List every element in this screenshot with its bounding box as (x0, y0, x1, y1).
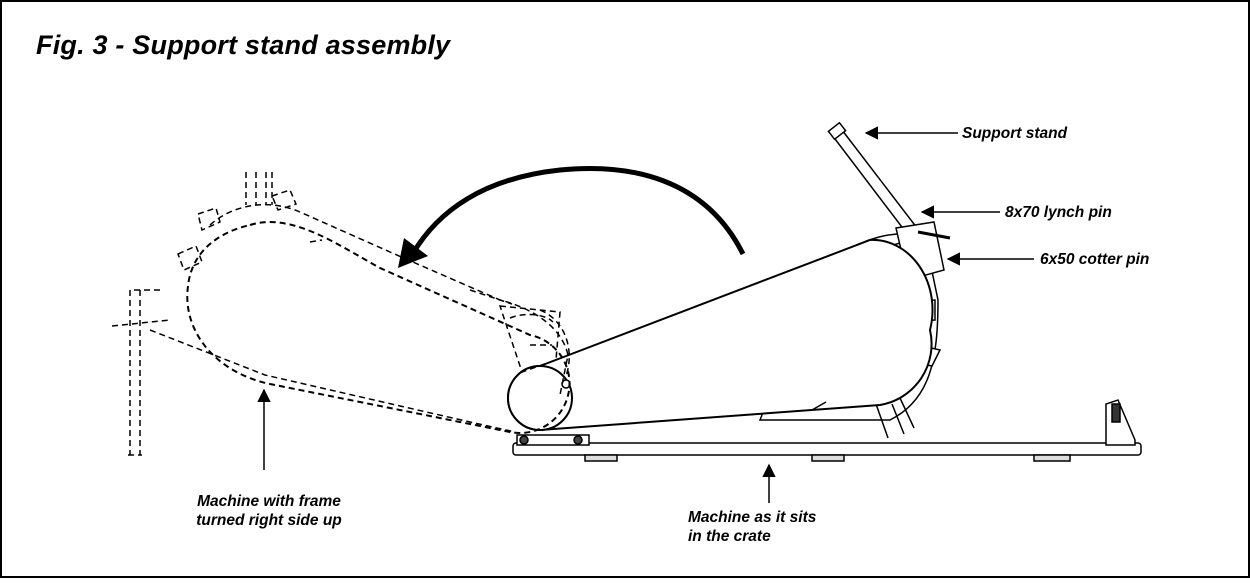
lynch-pin-label: 8x70 lynch pin (1005, 204, 1112, 221)
machine-crate-label-line1: Machine as it sits (688, 509, 817, 526)
machine-crate-label-line2: in the crate (688, 528, 771, 545)
rotation-arrow (409, 165, 746, 257)
rotation-arrow-head (398, 238, 428, 268)
cotter-pin-label: 6x50 cotter pin (1040, 251, 1150, 268)
machine-upright-drawing (111, 172, 571, 456)
front-roller (507, 365, 573, 431)
support-stand-label: Support stand (962, 125, 1068, 142)
machine-upright-label: Machine with frame turned right side up (184, 492, 354, 530)
upright-belt (186, 221, 571, 434)
base-clamp (516, 434, 590, 446)
base-foot (811, 454, 845, 462)
figure-title: Fig. 3 - Support stand assembly (36, 30, 451, 60)
base-foot (1033, 454, 1071, 462)
machine-in-crate-drawing (507, 121, 1142, 462)
crate-base-plate (512, 442, 1142, 456)
machine-upright-label-line1: Machine with frame (197, 493, 341, 510)
machine-crate-label: Machine as it sits in the crate (688, 508, 816, 546)
base-foot (584, 454, 618, 462)
machine-upright-label-line2: turned right side up (196, 512, 342, 529)
